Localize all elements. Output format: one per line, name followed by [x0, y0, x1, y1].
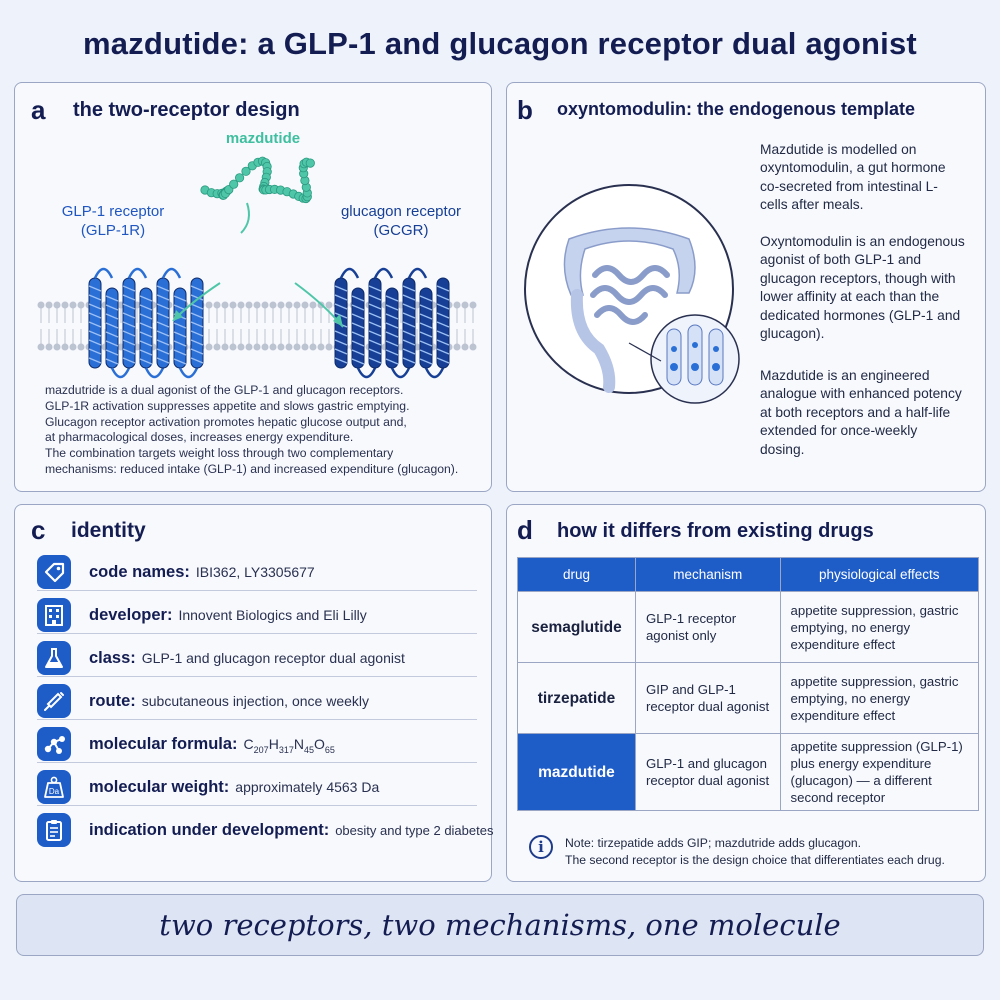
panel-letter-b: b	[517, 95, 533, 125]
identity-label: indication under development:obesity and…	[89, 821, 494, 839]
panel-c-title: identity	[71, 519, 146, 542]
drug-cell: mazdutide	[517, 733, 636, 811]
effects-cell: appetite suppression, gastric emptying, …	[779, 591, 980, 663]
building-icon	[37, 598, 71, 632]
panel-comparison: d how it differs from existing drugs dru…	[506, 504, 986, 882]
identity-row: molecular formula:C207H317N45O65	[37, 727, 477, 763]
identity-label: developer:Innovent Biologics and Eli Lil…	[89, 606, 367, 624]
molecular-formula-value: C207H317N45O65	[243, 736, 335, 755]
drug-cell: semaglutide	[517, 591, 636, 663]
molecule-icon	[37, 727, 71, 761]
table-header-row: drug mechanism physiological effects	[517, 557, 980, 592]
identity-label: class:GLP-1 and glucagon receptor dual a…	[89, 649, 405, 667]
identity-value: approximately 4563 Da	[235, 779, 380, 795]
svg-text:Da: Da	[49, 787, 60, 796]
identity-value: subcutaneous injection, once weekly	[141, 693, 370, 709]
identity-value: Innovent Biologics and Eli Lilly	[178, 607, 367, 623]
intestine-illustration	[524, 184, 740, 404]
identity-row: route:subcutaneous injection, once weekl…	[37, 684, 477, 720]
panel-letter-d: d	[517, 515, 533, 545]
effects-cell: appetite suppression, gastric emptying, …	[779, 662, 980, 734]
table-row: tirzepatide GIP and GLP-1 receptor dual …	[517, 662, 980, 734]
page-title: mazdutide: a GLP-1 and glucagon receptor…	[83, 26, 917, 61]
description-line: GLP-1R activation suppresses appetite an…	[45, 398, 410, 413]
identity-label: route:subcutaneous injection, once weekl…	[89, 692, 370, 710]
l-cells	[666, 324, 724, 386]
panel-d-title: how it differs from existing drugs	[557, 520, 874, 542]
rectum-shape	[570, 289, 616, 393]
clipboard-icon	[37, 813, 71, 847]
identity-row: indication under development:obesity and…	[37, 813, 493, 849]
description-line: mazdutride is a dual agonist of the GLP-…	[45, 383, 404, 397]
description-line: at pharmacological doses, increases ener…	[45, 430, 354, 445]
panel-two-receptor-design: mazdutide GLP-1 receptor (GLP-1R) glucag…	[14, 82, 492, 492]
panel-b-title: oxyntomodulin: the endogenous template	[557, 99, 916, 119]
peptide-label: mazdutide	[226, 130, 300, 147]
inset-pointer	[628, 342, 662, 362]
info-icon: i	[529, 835, 553, 859]
panel-a-description: mazdutride is a dual agonist of the GLP-…	[45, 383, 485, 478]
identity-value: GLP-1 and glucagon receptor dual agonist	[141, 650, 405, 666]
glp1r-label-line2: (GLP-1R)	[81, 222, 145, 239]
table-row: semaglutide GLP-1 receptor agonist only …	[517, 591, 980, 663]
oxm-paragraph-2: Oxyntomodulin is an endogenous agonist o…	[760, 234, 965, 342]
weight-da-icon: Da	[37, 770, 71, 804]
tag-icon	[37, 555, 71, 589]
receptor-diagram: mazdutide GLP-1 receptor (GLP-1R) glucag…	[37, 130, 477, 379]
panel-oxyntomodulin: b oxyntomodulin: the endogenous template…	[506, 82, 986, 492]
panel-identity: c identity code names:IBI362, LY3305677 …	[14, 504, 493, 882]
arrow-head-glp1r	[173, 310, 183, 321]
mechanism-cell: GLP-1 and glucagon receptor dual agonist	[634, 733, 781, 811]
table-header-cell: physiological effects	[779, 557, 980, 592]
description-line: Glucagon receptor activation promotes he…	[45, 414, 407, 429]
note-line: The second receptor is the design choice…	[565, 853, 945, 867]
flask-icon	[37, 641, 71, 675]
panel-letter-a: a	[31, 95, 46, 125]
mechanism-cell: GLP-1 receptor agonist only	[634, 591, 781, 663]
arrow-head-gcgr	[333, 314, 343, 327]
glucagon-receptor-helices	[334, 267, 450, 379]
mazdutide-peptide-chain	[200, 156, 315, 234]
identity-value: IBI362, LY3305677	[195, 564, 315, 580]
panel-a-title: the two-receptor design	[73, 99, 300, 121]
comparison-table: drug mechanism physiological effects sem…	[517, 557, 980, 811]
summary-banner: two receptors, two mechanisms, one molec…	[16, 894, 984, 956]
oxm-paragraph-1: Mazdutide is modelled on oxyntomodulin, …	[760, 142, 946, 213]
panel-letter-c: c	[31, 515, 46, 545]
gcgr-label-line1: glucagon receptor	[341, 203, 461, 220]
description-line: mechanisms: reduced intake (GLP-1) and i…	[45, 461, 459, 476]
identity-row: code names:IBI362, LY3305677	[37, 555, 477, 591]
effects-cell: appetite suppression (GLP-1) plus energy…	[779, 733, 980, 811]
note-line: Note: tirzepatide adds GIP; mazdutride a…	[565, 836, 862, 850]
identity-label: code names:IBI362, LY3305677	[89, 563, 315, 581]
drug-cell: tirzepatide	[517, 662, 636, 734]
glp1r-label-line1: GLP-1 receptor	[62, 203, 165, 220]
gcgr-label-line2: (GCGR)	[374, 222, 429, 239]
oxm-paragraph-3: Mazdutide is an engineered analogue with…	[760, 368, 962, 457]
identity-value: obesity and type 2 diabetes	[335, 823, 494, 838]
mechanism-cell: GIP and GLP-1 receptor dual agonist	[634, 662, 781, 734]
table-header-cell: mechanism	[634, 557, 781, 592]
glp1-receptor-helices	[88, 267, 204, 379]
small-intestine-loops	[590, 265, 670, 325]
identity-row: Da molecular weight:approximately 4563 D…	[37, 770, 477, 806]
identity-row: developer:Innovent Biologics and Eli Lil…	[37, 598, 477, 634]
identity-row: class:GLP-1 and glucagon receptor dual a…	[37, 641, 477, 677]
note-text: Note: tirzepatide adds GIP; mazdutride a…	[565, 835, 975, 869]
identity-label: molecular weight:approximately 4563 Da	[89, 778, 380, 796]
identity-label: molecular formula:C207H317N45O65	[89, 735, 335, 755]
description-line: The combination targets weight loss thro…	[45, 446, 394, 461]
table-row-highlighted: mazdutide GLP-1 and glucagon receptor du…	[517, 733, 980, 811]
syringe-icon	[37, 684, 71, 718]
table-header-cell: drug	[517, 557, 636, 592]
